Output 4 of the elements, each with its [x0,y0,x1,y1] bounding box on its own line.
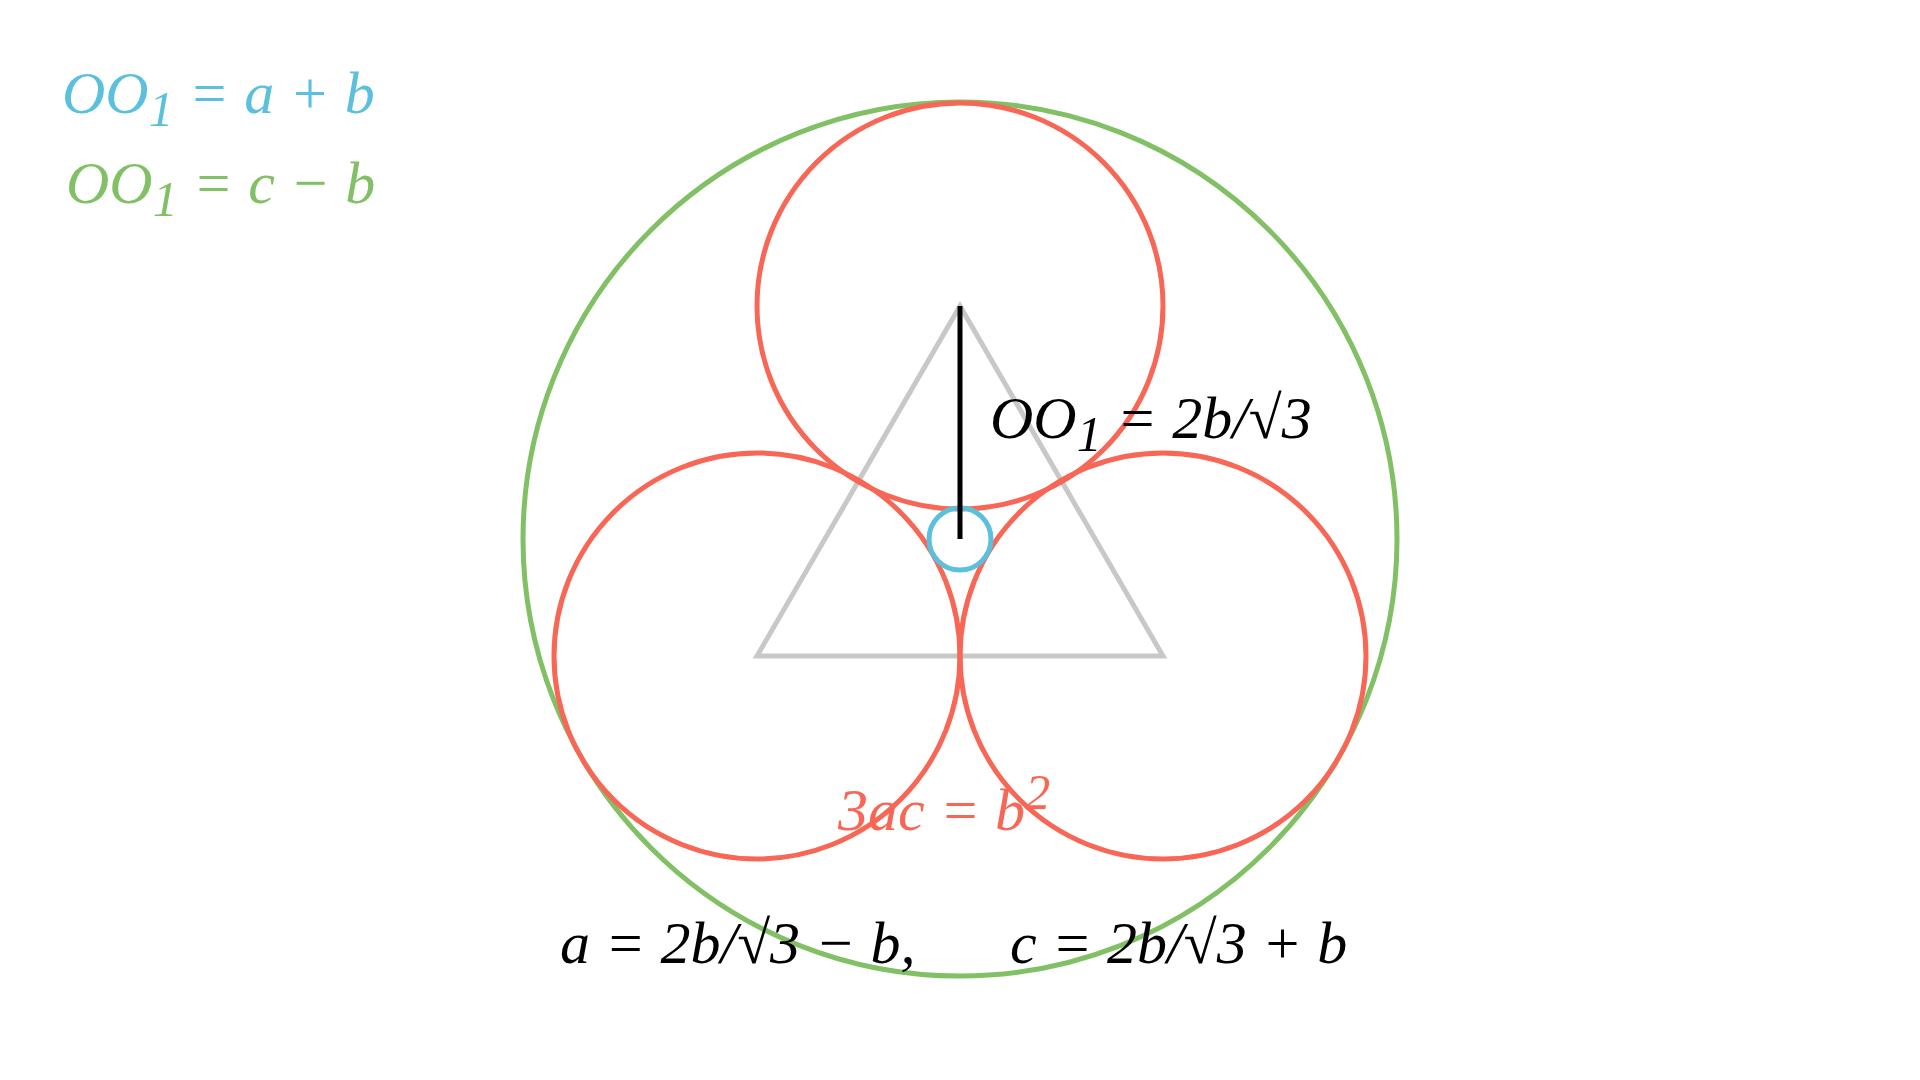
formula: a = 2b/√3 − b, [560,910,916,976]
formula: OO$_{1}$ = a + b [62,60,375,137]
formula: OO$_{1}$ = c − b [66,150,376,227]
formula: c = 2b/√3 + b [1010,910,1348,976]
